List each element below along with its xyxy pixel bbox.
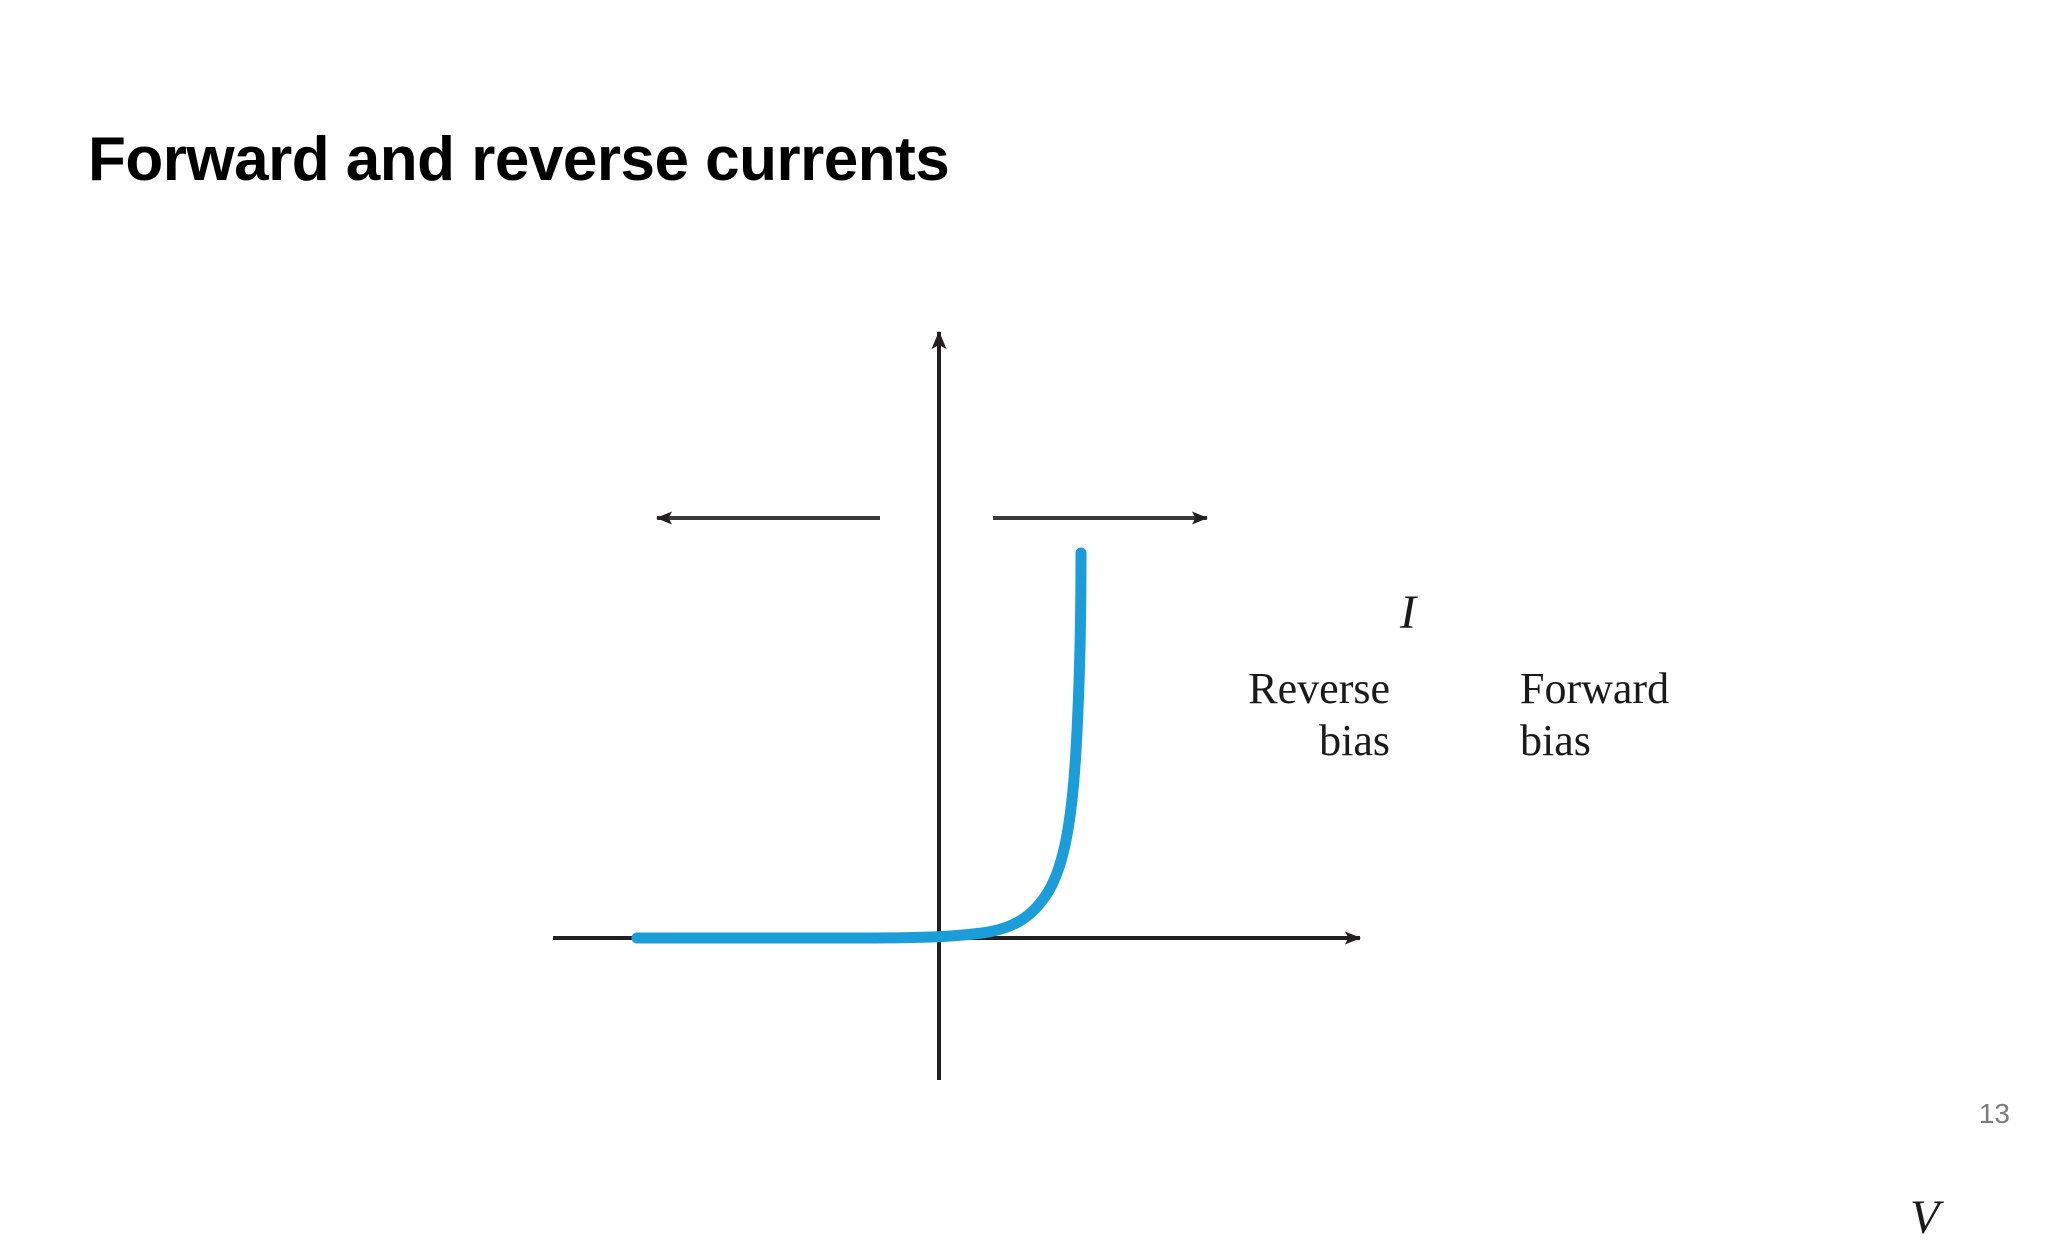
iv-characteristic-figure: Reverse bias Forward bias I V <box>520 280 1939 1244</box>
page-title: Forward and reverse currents <box>88 125 950 194</box>
reverse-bias-label-line1: Reverse <box>1248 664 1390 713</box>
x-axis-label: V <box>1910 1191 1940 1244</box>
diode-iv-curve <box>631 547 1087 944</box>
iv-curve-svg <box>553 331 1361 1080</box>
reverse-bias-label: Reverse bias <box>1220 663 1390 767</box>
forward-bias-label: Forward bias <box>1520 663 1740 767</box>
slide-canvas: Forward and reverse currents <box>88 125 2010 1244</box>
forward-bias-label-line1: Forward <box>1520 664 1670 713</box>
forward-bias-label-line2: bias <box>1520 716 1591 765</box>
reverse-bias-label-line2: bias <box>1319 716 1390 765</box>
slide-page-number: 13 <box>1978 1098 2010 1129</box>
y-axis-label: I <box>1400 586 1416 639</box>
